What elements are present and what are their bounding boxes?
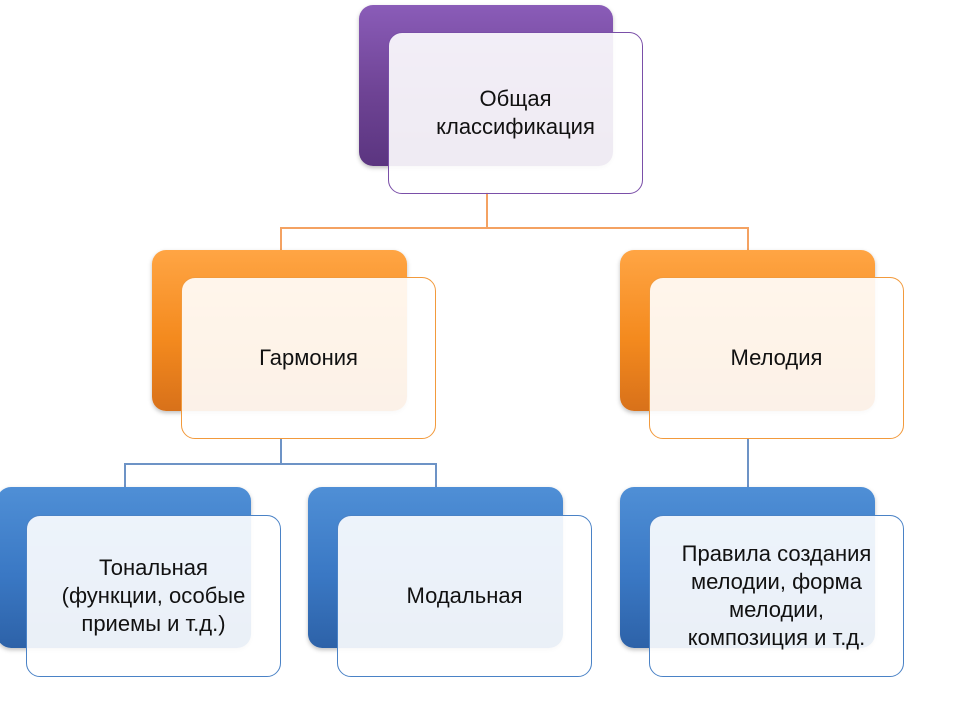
node-harmony-box: Гармония bbox=[181, 277, 436, 439]
node-tonal-box: Тональная (функции, особые приемы и т.д.… bbox=[26, 515, 281, 677]
node-melody-shadow-box bbox=[620, 250, 875, 411]
node-modal-shadow-box bbox=[308, 487, 563, 648]
node-root-box: Общая классификация bbox=[388, 32, 643, 194]
node-harmony-shadow-box bbox=[152, 250, 407, 411]
node-modal-label: Модальная bbox=[406, 583, 523, 608]
connector-to-melody bbox=[747, 227, 749, 251]
node-melody-rules-label: Правила создания мелодии, форма мелодии,… bbox=[681, 541, 872, 650]
node-root-label: Общая классификация bbox=[436, 86, 595, 139]
connector-to-modal bbox=[435, 463, 437, 489]
connector-level2-horizontal bbox=[124, 463, 436, 465]
node-melody-box: Мелодия bbox=[649, 277, 904, 439]
node-melody-label: Мелодия bbox=[730, 345, 823, 370]
node-tonal-label: Тональная (функции, особые приемы и т.д.… bbox=[61, 555, 246, 636]
connector-to-harmony bbox=[280, 227, 282, 251]
connector-melody-down bbox=[747, 438, 749, 489]
connector-harmony-down bbox=[280, 438, 282, 464]
node-root-shadow-box bbox=[359, 5, 613, 166]
node-tonal-shadow-box bbox=[0, 487, 251, 648]
node-melody-rules-shadow-box bbox=[620, 487, 875, 648]
node-melody-rules-box: Правила создания мелодии, форма мелодии,… bbox=[649, 515, 904, 677]
node-harmony-label: Гармония bbox=[259, 345, 358, 370]
connector-level1-horizontal bbox=[280, 227, 748, 229]
node-modal-box: Модальная bbox=[337, 515, 592, 677]
connector-root-down bbox=[486, 192, 488, 228]
connector-to-tonal bbox=[124, 463, 126, 489]
